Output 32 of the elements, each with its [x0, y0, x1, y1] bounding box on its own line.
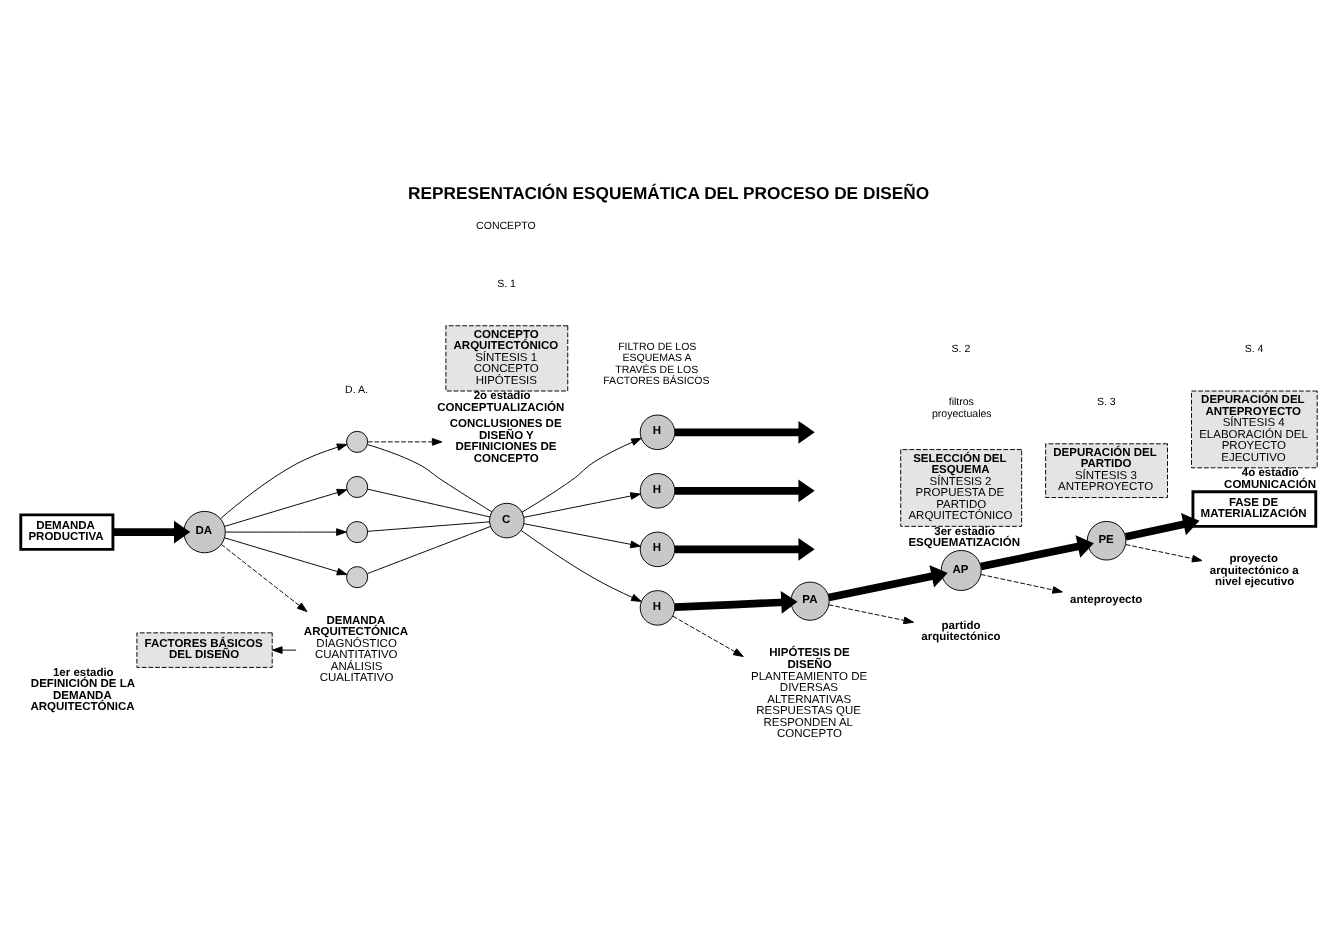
- arrow: [980, 535, 1094, 571]
- arrow: [521, 437, 642, 513]
- node-circle: [346, 430, 369, 453]
- arrow: [225, 528, 347, 536]
- arrow: [220, 544, 308, 613]
- connector: [367, 444, 493, 513]
- diagram-title: REPRESENTACIÓN ESQUEMÁTICA DEL PROCESO DE DISEÑO: [407, 182, 930, 203]
- arrow: [523, 492, 641, 518]
- node-circle: [346, 475, 369, 499]
- arrow: [672, 615, 744, 657]
- arrow: [113, 520, 191, 544]
- connector: [366, 526, 491, 575]
- arrow: [520, 529, 642, 602]
- arrow: [674, 420, 815, 444]
- arrow: [224, 488, 348, 527]
- connector: [367, 488, 491, 518]
- arrow: [827, 565, 948, 602]
- arrow: [367, 438, 443, 446]
- arrow: [980, 574, 1063, 594]
- arrow: [523, 523, 641, 549]
- arrow: [1125, 544, 1203, 563]
- node-circle: [346, 521, 369, 544]
- arrow: [674, 479, 815, 503]
- node-circle: [346, 566, 369, 589]
- arrow: [1124, 513, 1200, 541]
- arrow: [828, 604, 914, 625]
- arrow: [272, 646, 297, 654]
- connector: [367, 521, 490, 532]
- arrow: [220, 443, 348, 519]
- arrow: [674, 537, 815, 561]
- arrow: [224, 537, 348, 576]
- arrow: [674, 591, 798, 614]
